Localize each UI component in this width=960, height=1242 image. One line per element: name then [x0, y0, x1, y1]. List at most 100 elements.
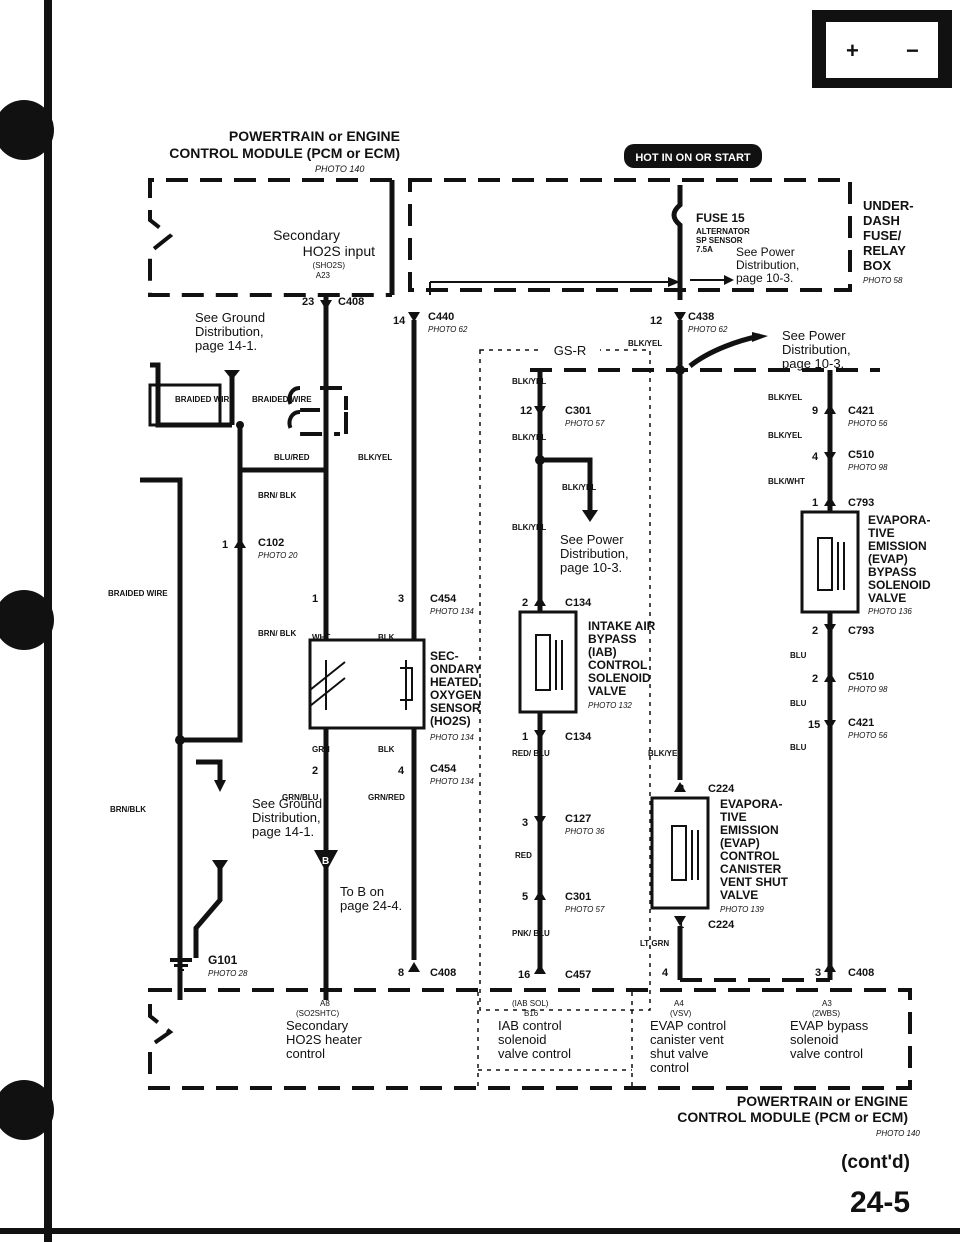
secondary-input-pin: A23 [316, 271, 331, 280]
label-blu-3: BLU [790, 743, 807, 752]
svg-text:control: control [650, 1060, 689, 1075]
svg-text:solenoid: solenoid [498, 1032, 546, 1047]
svg-text:7.5A: 7.5A [696, 245, 713, 254]
svg-text:solenoid: solenoid [790, 1032, 838, 1047]
c102-pin: 1 [222, 539, 228, 551]
label-blu-red: BLU/RED [274, 453, 310, 462]
pcm-photo-top: PHOTO 140 [315, 164, 364, 174]
c134-top-pin: 2 [522, 597, 528, 609]
pcm-pin-a8: A8 (SO2SHTC) Secondary HO2S heater contr… [286, 999, 363, 1061]
continued-label: (cont'd) [841, 1152, 910, 1173]
c408b-label: C408 [848, 967, 874, 979]
svg-text:VALVE: VALVE [588, 684, 626, 698]
svg-text:EVAP bypass: EVAP bypass [790, 1018, 869, 1033]
c510-bot-photo: PHOTO 98 [848, 685, 888, 694]
svg-text:PHOTO 132: PHOTO 132 [588, 701, 632, 710]
c438-photo: PHOTO 62 [688, 325, 728, 334]
svg-text:See Ground: See Ground [195, 310, 265, 325]
svg-text:canister vent: canister vent [650, 1032, 724, 1047]
svg-text:See Power: See Power [782, 328, 846, 343]
c454-top-photo: PHOTO 134 [430, 607, 474, 616]
c793-bot-pin: 2 [812, 625, 818, 637]
svg-text:Distribution,: Distribution, [736, 258, 799, 272]
svg-text:B: B [322, 856, 329, 867]
c408a-label: C408 [430, 967, 456, 979]
svg-text:page 14-1.: page 14-1. [195, 338, 257, 353]
svg-text:BYPASS: BYPASS [868, 565, 916, 579]
c102-label: C102 [258, 537, 284, 549]
pcm-title-bottom-2: CONTROL MODULE (PCM or ECM) [677, 1109, 908, 1125]
c438-label: C438 [688, 311, 714, 323]
c127-photo: PHOTO 36 [565, 827, 605, 836]
svg-text:OXYGEN: OXYGEN [430, 688, 481, 702]
c454-pin1: 1 [312, 593, 318, 605]
label-pnk-blu: PNK/ BLU [512, 929, 550, 938]
braided-wire-label-2: BRAIDED WIRE [252, 395, 312, 404]
fuse-label: FUSE 15 ALTERNATOR SP SENSOR 7.5A [696, 211, 750, 254]
label-brn-blk-side: BRN/BLK [110, 805, 146, 814]
c457-pin: 16 [518, 969, 530, 981]
c454-bot-label: C454 [430, 763, 457, 775]
c440-photo: PHOTO 62 [428, 325, 468, 334]
svg-text:VALVE: VALVE [720, 888, 758, 902]
c454-bot-photo: PHOTO 134 [430, 777, 474, 786]
evap-bypass-label: EVAPORA- TIVE EMISSION (EVAP) BYPASS SOL… [868, 513, 931, 616]
see-power-2: See Power Distribution, page 10-3. [782, 328, 851, 371]
svg-text:PHOTO 139: PHOTO 139 [720, 905, 764, 914]
svg-text:CONTROL: CONTROL [720, 849, 779, 863]
see-ground-1: See Ground Distribution, page 14-1. [195, 310, 265, 353]
svg-text:HEATED: HEATED [430, 675, 479, 689]
c408b-pin4: 4 [662, 967, 669, 979]
svg-text:CONTROL: CONTROL [588, 658, 647, 672]
svg-text:INTAKE AIR: INTAKE AIR [588, 619, 656, 633]
svg-text:Distribution,: Distribution, [252, 810, 321, 825]
label-blu-2: BLU [790, 699, 807, 708]
svg-text:EMISSION: EMISSION [868, 539, 927, 553]
evap-shut-valve-box [650, 796, 710, 910]
label-blk-yel-4: BLK/YEL [512, 433, 546, 442]
c421-top-pin: 9 [812, 405, 818, 417]
g101-photo: PHOTO 28 [208, 969, 248, 978]
c421-bot-photo: PHOTO 56 [848, 731, 888, 740]
label-blk-1: BLK [378, 633, 395, 642]
svg-text:SOLENOID: SOLENOID [868, 578, 931, 592]
svg-text:SENSOR: SENSOR [430, 701, 481, 715]
svg-text:page 14-1.: page 14-1. [252, 824, 314, 839]
label-blk-yel-1: BLK/YEL [358, 453, 392, 462]
c408a-pin: 8 [398, 967, 404, 979]
c224-bot-pin: 1 [678, 919, 684, 931]
to-b-label: To B on page 24-4. [340, 884, 402, 913]
label-lt-grn: LT GRN [640, 939, 669, 948]
c440-pin: 14 [393, 315, 406, 327]
c454-pin2: 2 [312, 765, 318, 777]
c438-pin: 12 [650, 315, 662, 327]
svg-text:−: − [906, 38, 919, 63]
svg-text:A3: A3 [822, 999, 832, 1008]
see-power-1: See Power Distribution, page 10-3. [736, 245, 799, 285]
see-power-3: See Power Distribution, page 10-3. [560, 532, 629, 575]
hot-label-box [624, 144, 762, 168]
c301-top-label: C301 [565, 405, 591, 417]
svg-text:(IAB): (IAB) [588, 645, 617, 659]
secondary-input-label-2: HO2S input [303, 243, 375, 259]
svg-text:page 10-3.: page 10-3. [736, 271, 793, 285]
svg-text:HO2S heater: HO2S heater [286, 1032, 363, 1047]
iab-label: INTAKE AIR BYPASS (IAB) CONTROL SOLENOID… [588, 619, 656, 710]
svg-text:FUSE 15: FUSE 15 [696, 211, 745, 225]
c134-top-label: C134 [565, 597, 592, 609]
label-brn-blk-2: BRN/ BLK [258, 629, 296, 638]
c224-bot-label: C224 [708, 919, 735, 931]
svg-text:(EVAP): (EVAP) [720, 836, 760, 850]
c134-bot-label: C134 [565, 731, 592, 743]
c454-top-label: C454 [430, 593, 457, 605]
c793-top-pin: 1 [812, 497, 818, 509]
svg-text:Distribution,: Distribution, [195, 324, 264, 339]
c510-top-photo: PHOTO 98 [848, 463, 888, 472]
ho2s-label: SEC- ONDARY HEATED OXYGEN SENSOR (HO2S) … [430, 649, 482, 742]
svg-text:DASH: DASH [863, 213, 900, 228]
label-blk-yel-8: BLK/YEL [768, 393, 802, 402]
c421-bot-pin: 15 [808, 719, 820, 731]
svg-text:PHOTO 58: PHOTO 58 [863, 276, 903, 285]
